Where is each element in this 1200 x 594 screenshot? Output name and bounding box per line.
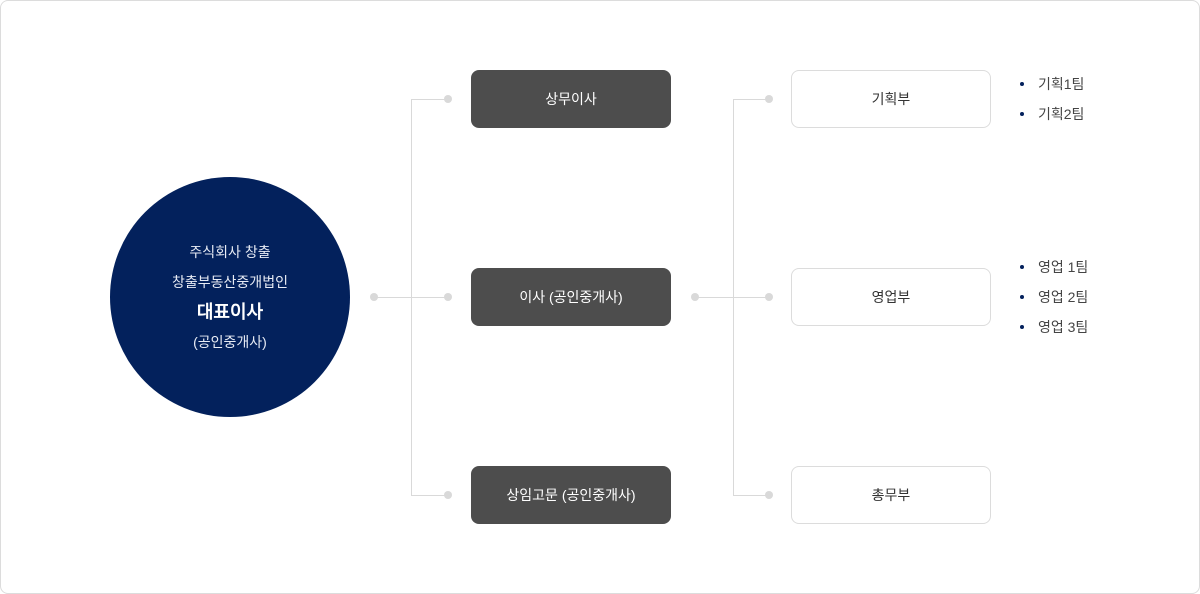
executive-label: 상무이사 [545,91,597,107]
connector-dot [691,293,699,301]
department-label: 기획부 [871,91,911,107]
team-item: 영업 3팀 [1020,312,1088,342]
executive-node: 상임고문 (공인중개사) [471,466,671,524]
ceo-subtitle: (공인중개사) [193,334,267,350]
connector-dot [765,491,773,499]
connector-line [411,495,448,496]
bullet-icon [1020,295,1024,299]
team-item: 영업 1팀 [1020,252,1088,282]
team-list: 영업 1팀 영업 2팀 영업 3팀 [1020,252,1088,342]
department-label: 영업부 [871,289,911,305]
company-legal-name: 창출부동산중개법인 [172,274,288,290]
connector-line [733,99,769,100]
connector-dot [444,293,452,301]
company-name: 주식회사 창출 [189,244,271,260]
connector-line [733,99,734,495]
team-item: 영업 2팀 [1020,282,1088,312]
executive-node: 상무이사 [471,70,671,128]
bullet-icon [1020,112,1024,116]
executive-node: 이사 (공인중개사) [471,268,671,326]
connector-dot [765,293,773,301]
team-item: 기획1팀 [1020,69,1084,99]
team-label: 기획2팀 [1038,106,1085,122]
team-list: 기획1팀 기획2팀 [1020,69,1084,129]
ceo-title: 대표이사 [196,302,264,322]
department-node: 총무부 [791,466,991,524]
team-label: 영업 2팀 [1038,289,1089,305]
department-label: 총무부 [871,487,911,503]
department-node: 기획부 [791,70,991,128]
connector-line [695,297,769,298]
team-label: 영업 1팀 [1038,259,1089,275]
connector-line [411,99,448,100]
connector-dot [765,95,773,103]
department-node: 영업부 [791,268,991,326]
team-item: 기획2팀 [1020,99,1084,129]
connector-dot [444,491,452,499]
team-label: 기획1팀 [1038,76,1085,92]
connector-line [733,495,769,496]
bullet-icon [1020,325,1024,329]
executive-label: 상임고문 (공인중개사) [506,487,636,503]
bullet-icon [1020,82,1024,86]
connector-dot [444,95,452,103]
team-label: 영업 3팀 [1038,319,1089,335]
connector-line [411,99,412,495]
executive-label: 이사 (공인중개사) [519,289,623,305]
bullet-icon [1020,265,1024,269]
ceo-node: 주식회사 창출 창출부동산중개법인 대표이사 (공인중개사) [110,177,350,417]
connector-dot [370,293,378,301]
